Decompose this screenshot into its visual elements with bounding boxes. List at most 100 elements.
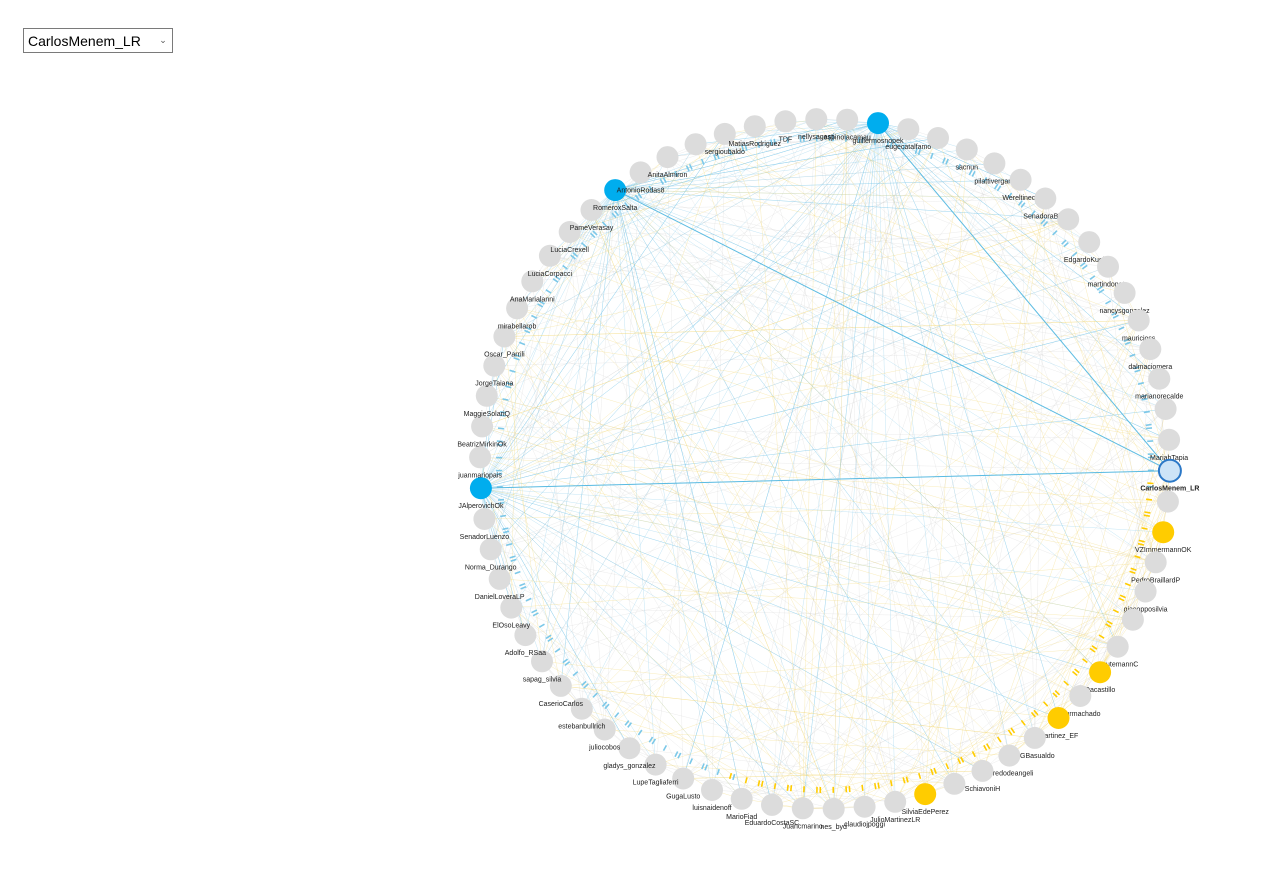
- graph-node[interactable]: [884, 790, 907, 813]
- graph-node[interactable]: [743, 115, 766, 138]
- graph-node[interactable]: [1139, 338, 1162, 361]
- graph-node[interactable]: [730, 787, 753, 810]
- graph-node[interactable]: [506, 297, 529, 320]
- edge-blue: [877, 122, 1139, 321]
- node-label: sergioubaldo: [705, 149, 745, 156]
- graph-node[interactable]: [822, 797, 845, 820]
- graph-node[interactable]: [618, 737, 641, 760]
- graph-node[interactable]: [656, 146, 679, 169]
- edge-blue: [480, 198, 1046, 489]
- graph-node[interactable]: [604, 179, 627, 202]
- graph-node[interactable]: [469, 446, 492, 469]
- graph-node[interactable]: [479, 538, 502, 561]
- graph-node[interactable]: [761, 793, 783, 816]
- graph-node[interactable]: [570, 697, 593, 720]
- node-label: Dacastillo: [1085, 687, 1115, 694]
- graph-node[interactable]: [1154, 398, 1177, 420]
- graph-node[interactable]: [469, 477, 492, 500]
- graph-node[interactable]: [1034, 187, 1057, 210]
- graph-node[interactable]: [1023, 726, 1046, 749]
- graph-node[interactable]: [1127, 309, 1150, 332]
- edge-yellow: [484, 137, 939, 520]
- graph-node[interactable]: [531, 650, 553, 673]
- graph-node[interactable]: [983, 152, 1006, 175]
- graph-node[interactable]: [672, 767, 695, 790]
- graph-node[interactable]: [955, 138, 978, 161]
- edge-arrowhead: [1134, 369, 1141, 373]
- graph-node[interactable]: [500, 596, 523, 619]
- graph-node[interactable]: [853, 795, 876, 818]
- graph-node[interactable]: [805, 108, 828, 131]
- graph-node[interactable]: [471, 415, 494, 438]
- graph-node[interactable]: [1097, 255, 1119, 278]
- graph-node[interactable]: [514, 624, 537, 647]
- graph-node[interactable]: [1113, 281, 1136, 304]
- graph-node[interactable]: [1047, 707, 1070, 729]
- edge-blue: [480, 487, 1164, 533]
- graph-node[interactable]: [1148, 367, 1171, 390]
- graph-node[interactable]: [593, 718, 616, 741]
- edge-arrowhead: [572, 671, 579, 677]
- graph-node[interactable]: [998, 744, 1021, 767]
- graph-node[interactable]: [774, 110, 797, 133]
- edge-blue: [877, 122, 1160, 379]
- edge-grey: [615, 189, 1101, 673]
- graph-node[interactable]: [867, 112, 889, 135]
- edge-yellow: [511, 607, 773, 806]
- graph-node[interactable]: [644, 753, 667, 776]
- graph-node[interactable]: [971, 759, 994, 782]
- edge-blue: [614, 190, 773, 805]
- graph-node[interactable]: [1009, 168, 1032, 191]
- edge-grey: [667, 156, 1010, 756]
- graph-node[interactable]: [684, 133, 707, 156]
- graph-node[interactable]: [1078, 231, 1101, 254]
- graph-node[interactable]: [1157, 458, 1182, 483]
- graph-node[interactable]: [943, 772, 966, 795]
- graph-node[interactable]: [1057, 208, 1080, 231]
- graph-node[interactable]: [1106, 635, 1129, 658]
- graph-node[interactable]: [558, 221, 581, 243]
- graph-node[interactable]: [488, 567, 511, 590]
- graph-node[interactable]: [927, 127, 949, 149]
- graph-node[interactable]: [629, 161, 652, 184]
- graph-node[interactable]: [1089, 661, 1112, 684]
- graph-node[interactable]: [1156, 490, 1179, 513]
- graph-node[interactable]: [473, 508, 496, 530]
- graph-node[interactable]: [549, 674, 572, 697]
- graph-node[interactable]: [475, 384, 498, 407]
- graph-node[interactable]: [713, 122, 736, 145]
- graph-node[interactable]: [521, 270, 544, 293]
- graph-node[interactable]: [483, 354, 506, 377]
- edge-arrowhead: [1111, 311, 1118, 316]
- graph-node[interactable]: [1144, 551, 1167, 574]
- node-label: LuciaCrexell: [550, 247, 589, 254]
- node-label: JAlperovichOk: [458, 503, 504, 510]
- edge-grey: [683, 408, 1166, 779]
- node-label: ElOsoLeavy: [492, 623, 530, 630]
- edge-grey: [541, 661, 605, 730]
- graph-node[interactable]: [1121, 608, 1144, 631]
- edge-blue: [480, 488, 803, 809]
- graph-node[interactable]: [580, 199, 603, 221]
- edge-grey: [480, 198, 1046, 489]
- user-selector-dropdown[interactable]: CarlosMenem_LR ⌄: [23, 28, 173, 53]
- graph-node[interactable]: [1069, 685, 1092, 707]
- edge-grey: [741, 717, 1059, 800]
- graph-node[interactable]: [897, 118, 920, 141]
- graph-node[interactable]: [791, 797, 814, 820]
- edge-grey: [591, 209, 1109, 267]
- chevron-down-icon[interactable]: ⌄: [159, 35, 167, 45]
- edge-arrowhead: [914, 147, 918, 155]
- graph-node[interactable]: [914, 783, 937, 806]
- edge-grey: [516, 308, 605, 730]
- graph-node[interactable]: [836, 108, 859, 131]
- graph-node[interactable]: [701, 779, 723, 801]
- graph-node[interactable]: [1134, 580, 1157, 603]
- edge-blue: [615, 189, 1035, 739]
- edge-blue: [549, 122, 879, 257]
- graph-node[interactable]: [1152, 521, 1175, 544]
- graph-node[interactable]: [493, 325, 516, 348]
- graph-node[interactable]: [1158, 428, 1181, 451]
- edge-arrowhead: [1118, 326, 1125, 331]
- graph-node[interactable]: [538, 244, 561, 267]
